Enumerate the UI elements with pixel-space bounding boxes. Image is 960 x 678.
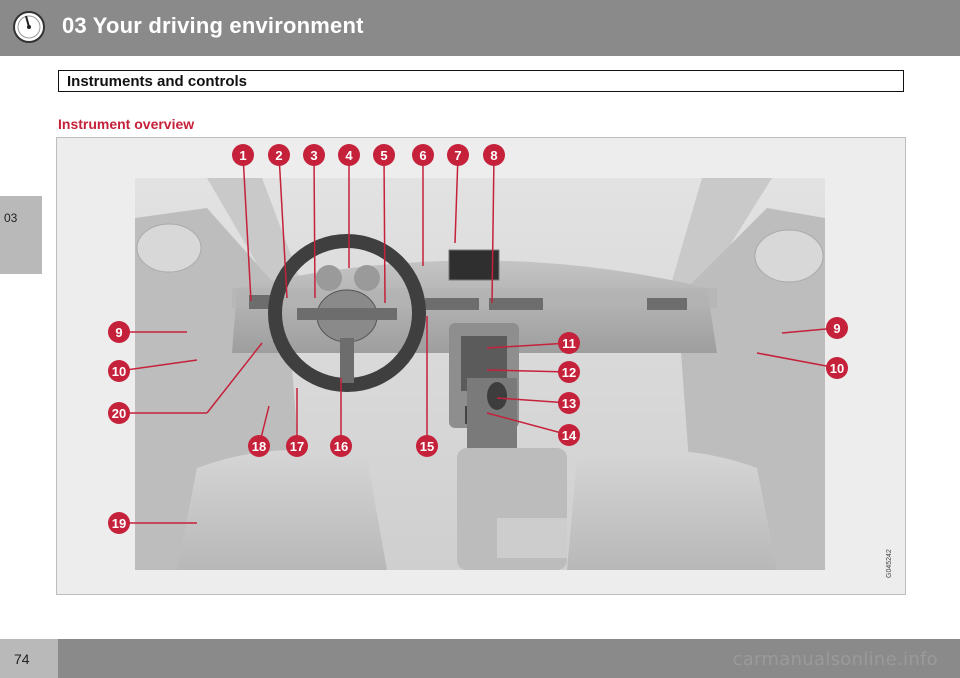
callout-8: 8 <box>483 144 505 166</box>
svg-text:4: 4 <box>345 148 353 163</box>
svg-text:8: 8 <box>490 148 497 163</box>
callout-10-left: 10 <box>108 360 130 382</box>
callout-18: 18 <box>248 435 270 457</box>
callout-14: 14 <box>558 424 580 446</box>
callout-7: 7 <box>447 144 469 166</box>
svg-text:10: 10 <box>112 364 126 379</box>
page-number-tab: 74 <box>0 639 58 678</box>
figure-code: G045242 <box>886 549 893 578</box>
svg-text:10: 10 <box>830 361 844 376</box>
callout-10-right: 10 <box>826 357 848 379</box>
chapter-title: 03 Your driving environment <box>62 13 364 38</box>
callout-17: 17 <box>286 435 308 457</box>
callouts: 1 2 3 4 5 6 7 8 9 10 20 19 18 17 16 15 1… <box>108 144 848 534</box>
svg-text:3: 3 <box>310 148 317 163</box>
callout-13: 13 <box>558 392 580 414</box>
callout-9-left: 9 <box>108 321 130 343</box>
callout-15: 15 <box>416 435 438 457</box>
car-interior-illustration: 1 2 3 4 5 6 7 8 9 10 20 19 18 17 16 15 1… <box>108 144 893 578</box>
svg-text:5: 5 <box>380 148 387 163</box>
chapter-tab-label: 03 <box>4 211 18 225</box>
instrument-overview-figure: 1 2 3 4 5 6 7 8 9 10 20 19 18 17 16 15 1… <box>56 137 906 595</box>
callout-3: 3 <box>303 144 325 166</box>
svg-text:15: 15 <box>420 439 434 454</box>
callout-1: 1 <box>232 144 254 166</box>
callout-20: 20 <box>108 402 130 424</box>
callout-5: 5 <box>373 144 395 166</box>
callout-19: 19 <box>108 512 130 534</box>
svg-text:9: 9 <box>115 325 122 340</box>
speedometer-icon <box>13 11 45 43</box>
section-title-box: Instruments and controls <box>58 70 904 92</box>
svg-text:6: 6 <box>419 148 426 163</box>
page-footer: 74 carmanualsonline.info <box>0 639 960 678</box>
svg-text:16: 16 <box>334 439 348 454</box>
chapter-side-tab: 03 <box>0 196 42 274</box>
callout-2: 2 <box>268 144 290 166</box>
svg-text:19: 19 <box>112 516 126 531</box>
callout-16: 16 <box>330 435 352 457</box>
svg-text:14: 14 <box>562 428 577 443</box>
subheading: Instrument overview <box>58 116 195 132</box>
callout-4: 4 <box>338 144 360 166</box>
svg-text:1: 1 <box>239 148 246 163</box>
svg-text:12: 12 <box>562 365 576 380</box>
callout-9-right: 9 <box>826 317 848 339</box>
svg-text:13: 13 <box>562 396 576 411</box>
chapter-header: 03 Your driving environment <box>0 0 960 56</box>
page-number: 74 <box>14 651 30 667</box>
callout-6: 6 <box>412 144 434 166</box>
section-title: Instruments and controls <box>67 73 248 90</box>
svg-text:9: 9 <box>833 321 840 336</box>
callout-12: 12 <box>558 361 580 383</box>
callout-11: 11 <box>558 332 580 354</box>
svg-text:11: 11 <box>562 336 576 351</box>
svg-text:2: 2 <box>275 148 282 163</box>
svg-text:20: 20 <box>112 406 126 421</box>
svg-text:18: 18 <box>252 439 266 454</box>
watermark: carmanualsonline.info <box>732 649 938 670</box>
svg-text:7: 7 <box>454 148 461 163</box>
svg-text:17: 17 <box>290 439 304 454</box>
